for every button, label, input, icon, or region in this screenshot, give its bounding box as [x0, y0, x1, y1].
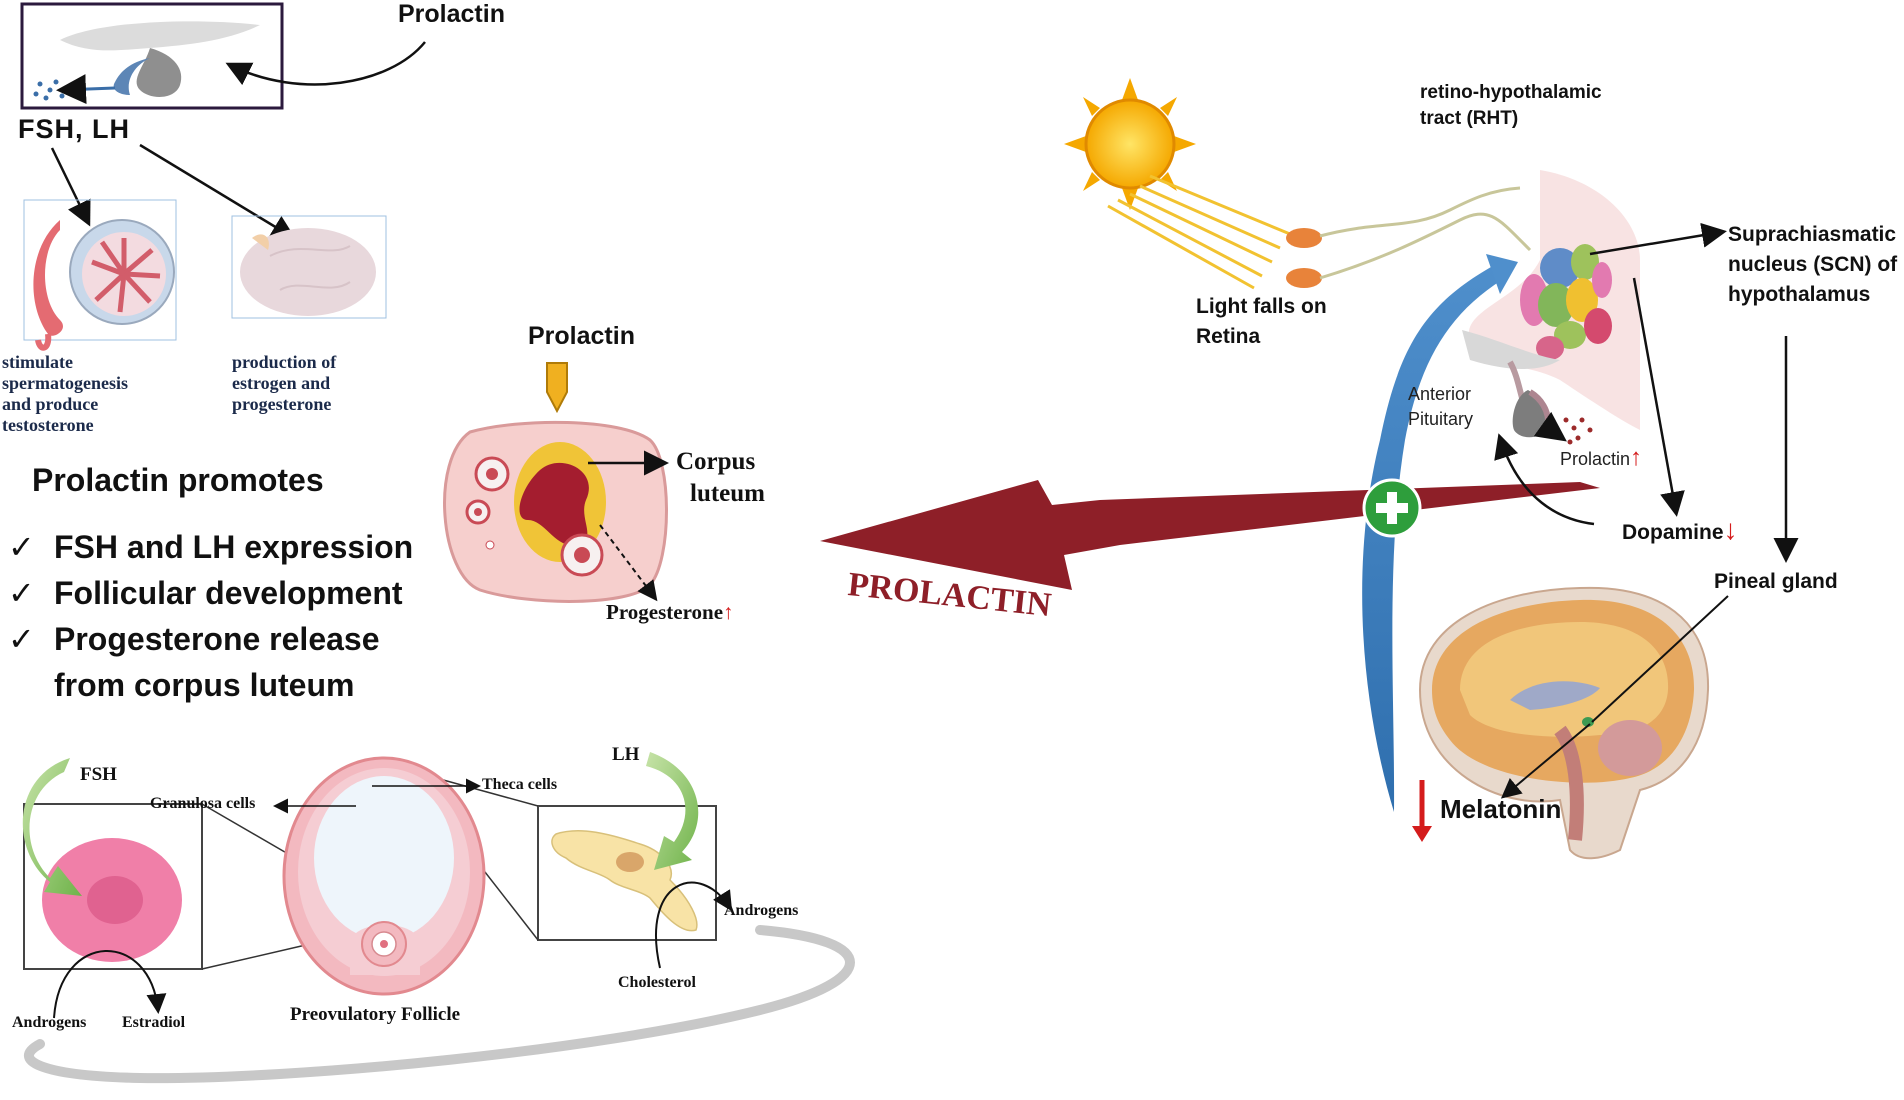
- plus-icon: [1362, 478, 1422, 538]
- effect-item-text-continued: from corpus luteum: [54, 667, 355, 703]
- sun-icon: [1064, 78, 1196, 210]
- scn-label: Suprachiasmatic nucleus (SCN) of hypotha…: [1728, 220, 1897, 310]
- testis-caption-line: and produce: [2, 394, 99, 414]
- dopamine-label: Dopamine↓: [1622, 514, 1738, 546]
- blue-feedback-arrow: [1362, 262, 1510, 812]
- ovary-illustration: [231, 215, 387, 319]
- effect-item: ✓ Follicular development: [8, 570, 413, 616]
- progesterone-label: Progesterone↑: [606, 600, 734, 625]
- estradiol-label: Estradiol: [122, 1014, 186, 1031]
- down-arrow-icon: ↓: [1723, 514, 1738, 545]
- testis-caption: stimulate spermatogenesis and produce te…: [2, 352, 128, 436]
- melatonin-label: Melatonin: [1440, 794, 1562, 824]
- rht-label: retino-hypothalamic tract (RHT): [1420, 80, 1602, 132]
- scn-to-dopamine-arrow: [1632, 277, 1685, 517]
- anterior-pituitary-label: Anterior Pituitary: [1408, 382, 1473, 432]
- theca-label: Theca cells: [482, 776, 558, 793]
- prolactin-top-label: Prolactin: [398, 0, 505, 28]
- up-arrow-icon: ↑: [723, 600, 734, 624]
- fsh-lh-label: FSH, LH: [18, 114, 130, 144]
- lh-green-arrow: [646, 752, 699, 870]
- check-icon: ✓: [8, 575, 35, 611]
- luteum-label: luteum: [690, 480, 765, 507]
- rht-label-line: tract (RHT): [1420, 108, 1519, 129]
- check-icon: ✓: [8, 529, 35, 565]
- fsh-lh-to-testis-arrow: [50, 147, 91, 227]
- light-label-line: Retina: [1196, 325, 1261, 348]
- dopamine-to-pituitary-arrow: [1494, 433, 1595, 526]
- ovary-caption-line: estrogen and: [232, 373, 331, 393]
- grey-return-loop: [24, 925, 855, 1084]
- effect-item: ✓ Progesterone release from corpus luteum: [8, 616, 413, 708]
- cholesterol-label: Cholesterol: [618, 974, 696, 991]
- blue-feedback-arrowhead: [1486, 254, 1518, 294]
- androgens-left-label: Androgens: [12, 1014, 87, 1031]
- testis-illustration: [23, 199, 177, 351]
- pituitary-illustration: [20, 2, 284, 110]
- prolactin-dots: [1563, 417, 1593, 445]
- fsh-green-arrow: [22, 758, 82, 896]
- testis-caption-line: stimulate: [2, 352, 73, 372]
- fsh-follicle-label: FSH: [80, 764, 117, 785]
- prolactin-corpus-label: Prolactin: [528, 322, 635, 350]
- testis-caption-line: spermatogenesis: [2, 373, 128, 393]
- testis-caption-line: testosterone: [2, 415, 94, 435]
- pituitary-label-line: Pituitary: [1408, 409, 1474, 429]
- up-arrow-icon: ↑: [1630, 444, 1643, 471]
- cholesterol-to-androgens-arrow: [655, 881, 733, 969]
- preovulatory-follicle-label: Preovulatory Follicle: [290, 1004, 461, 1025]
- scn-label-line: nucleus (SCN) of: [1728, 253, 1898, 276]
- anterior-label-line: Anterior: [1408, 384, 1472, 404]
- progesterone-text: Progesterone: [606, 600, 724, 624]
- scn-pointer-arrow: [1589, 222, 1727, 256]
- prolactin-effects-list: ✓ FSH and LH expression ✓ Follicular devel…: [8, 524, 413, 708]
- pituitary-prolactin-arrow: [1533, 411, 1567, 442]
- rht-label-line: retino-hypothalamic: [1420, 82, 1602, 103]
- ovary-caption: production of estrogen and progesterone: [232, 352, 336, 415]
- light-rays: [1107, 174, 1291, 290]
- prolactin-text: Prolactin: [1560, 449, 1631, 469]
- ovary-caption-line: production of: [232, 352, 337, 372]
- light-retina-label: Light falls on Retina: [1196, 292, 1327, 352]
- effect-item-text: FSH and LH expression: [54, 529, 414, 565]
- prolactin-pituitary-label: Prolactin↑: [1560, 444, 1642, 472]
- ovary-caption-line: progesterone: [232, 394, 332, 414]
- brain-illustration: [1418, 586, 1710, 860]
- pineal-gland-label: Pineal gland: [1714, 570, 1838, 593]
- prolactin-promotes-heading: Prolactin promotes: [32, 462, 324, 498]
- pineal-pointer: [1591, 595, 1729, 723]
- granulosa-label: Granulosa cells: [150, 795, 256, 812]
- dopamine-text: Dopamine: [1622, 521, 1724, 544]
- lh-follicle-label: LH: [612, 744, 640, 765]
- effect-item-text: Progesterone release: [54, 621, 380, 657]
- androgens-to-estradiol-arrow: [53, 950, 167, 1019]
- hypothalamus-illustration: [1462, 170, 1640, 438]
- effect-item-text: Follicular development: [54, 575, 403, 611]
- prolactin-curved-arrow: [225, 41, 426, 86]
- prolactin-gold-arrow: [546, 362, 568, 414]
- check-icon: ✓: [8, 621, 35, 657]
- corpus-label: Corpus: [676, 448, 756, 475]
- pineal-to-melatonin-arrow: [1500, 723, 1591, 799]
- fsh-lh-to-ovary-arrow: [139, 143, 297, 240]
- big-prolactin-arrow: [820, 480, 1600, 590]
- retina-eye-icon: [1286, 186, 1532, 288]
- melatonin-down-arrow: [1412, 780, 1432, 842]
- effect-item: ✓ FSH and LH expression: [8, 524, 413, 570]
- androgens-right-label: Androgens: [724, 902, 799, 919]
- light-label-line: Light falls on: [1196, 295, 1327, 318]
- scn-label-line: Suprachiasmatic: [1728, 223, 1897, 246]
- preovulatory-follicle: [282, 756, 486, 996]
- scn-label-line: hypothalamus: [1728, 283, 1871, 306]
- corpus-luteum-ovary: [443, 420, 668, 603]
- progesterone-dashed-pointer: [599, 524, 658, 602]
